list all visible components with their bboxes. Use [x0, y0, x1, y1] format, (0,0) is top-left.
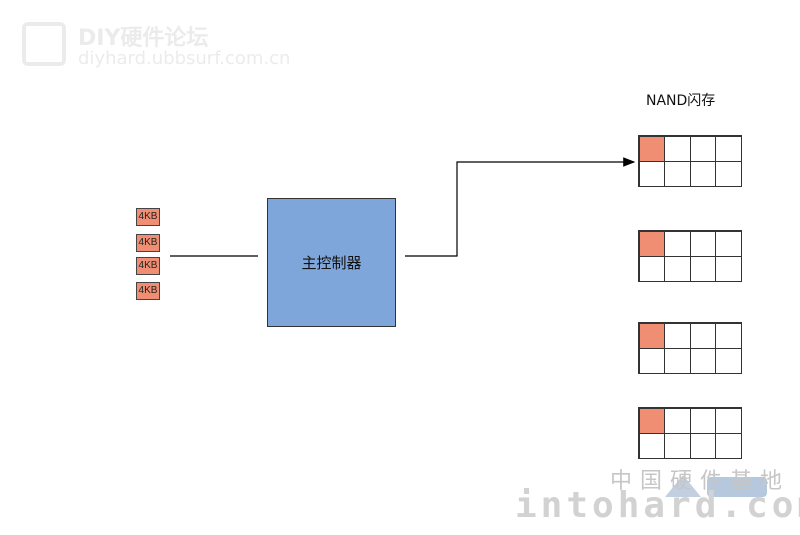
nand-page — [664, 407, 691, 434]
nand-page — [689, 135, 716, 162]
nand-block — [638, 135, 742, 187]
nand-page — [689, 347, 716, 374]
buffer-block: 4KB — [136, 282, 160, 300]
nand-title: NAND闪存 — [646, 93, 716, 109]
watermark-emblem-icon — [665, 475, 767, 497]
nand-page — [664, 135, 691, 162]
nand-page-written — [638, 322, 665, 349]
nand-page — [715, 230, 742, 257]
watermark-top-url: diyhard.ubbsurf.com.cn — [78, 48, 291, 69]
nand-page — [664, 432, 691, 459]
nand-page — [689, 322, 716, 349]
nand-page — [664, 160, 691, 187]
nand-page-written — [638, 230, 665, 257]
buffer-block: 4KB — [136, 208, 160, 226]
nand-page — [715, 135, 742, 162]
nand-page — [689, 255, 716, 282]
nand-block — [638, 407, 742, 459]
buffer-block: 4KB — [136, 234, 160, 252]
nand-page — [664, 230, 691, 257]
nand-page-written — [638, 135, 665, 162]
nand-page — [638, 255, 665, 282]
nand-page — [715, 322, 742, 349]
nand-page — [715, 347, 742, 374]
watermark-bottom: 中国硬件基地 intohard.com — [515, 455, 800, 535]
nand-page — [715, 255, 742, 282]
watermark-bottom-cn: 中国硬件基地 — [610, 469, 791, 494]
nand-page — [664, 322, 691, 349]
nand-page — [689, 230, 716, 257]
nand-page — [689, 407, 716, 434]
buffer-block: 4KB — [136, 257, 160, 275]
nand-page — [664, 347, 691, 374]
nand-page — [689, 160, 716, 187]
nand-page — [715, 160, 742, 187]
watermark-bottom-en: intohard.com — [515, 485, 800, 526]
controller-to-nand-arrow — [405, 157, 636, 257]
nand-page — [664, 255, 691, 282]
nand-page — [638, 347, 665, 374]
watermark-logo-icon — [22, 22, 66, 66]
nand-block — [638, 322, 742, 374]
main-controller: 主控制器 — [267, 198, 396, 327]
watermark-top-title: DIY硬件论坛 — [78, 26, 209, 51]
nand-block — [638, 230, 742, 282]
nand-page-written — [638, 407, 665, 434]
nand-page — [638, 160, 665, 187]
nand-page — [715, 432, 742, 459]
nand-page — [689, 432, 716, 459]
controller-label: 主控制器 — [301, 254, 362, 272]
nand-page — [715, 407, 742, 434]
watermark-top: DIY硬件论坛 diyhard.ubbsurf.com.cn — [22, 18, 290, 78]
